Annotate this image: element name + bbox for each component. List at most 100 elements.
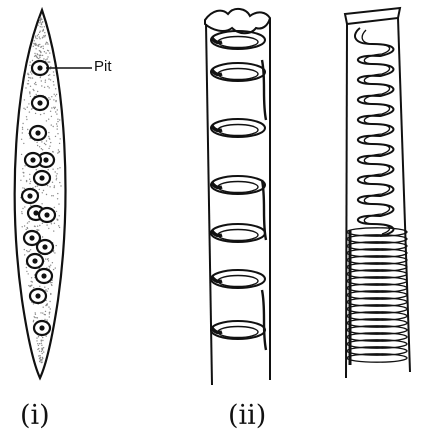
stipple-dot	[57, 121, 58, 122]
stipple-dot	[24, 254, 25, 255]
stipple-dot	[30, 61, 31, 62]
vessel-left-rings	[211, 31, 265, 339]
annular-ring-inner	[218, 69, 258, 80]
stipple-dot	[59, 119, 60, 120]
stipple-dot	[45, 311, 46, 312]
stipple-dot	[36, 169, 37, 170]
stipple-dot	[56, 113, 57, 114]
pit-aperture	[39, 325, 44, 330]
stipple-dot	[37, 349, 38, 350]
stipple-dot	[25, 109, 26, 110]
stipple-dot	[36, 340, 37, 341]
vessel-right-wall-left	[346, 24, 347, 378]
stipple-dot	[49, 61, 50, 62]
stipple-dot	[36, 142, 37, 143]
stipple-dot	[35, 36, 36, 37]
stipple-dot	[55, 107, 56, 108]
stipple-dot	[29, 183, 30, 184]
stipple-dot	[23, 143, 24, 144]
stipple-dot	[33, 287, 34, 288]
stipple-dot	[42, 192, 43, 193]
stipple-dot	[37, 35, 38, 36]
stipple-dot	[53, 126, 54, 127]
stipple-dot	[33, 46, 34, 47]
stipple-dot	[42, 149, 43, 150]
stipple-dot	[54, 187, 55, 188]
stipple-dot	[39, 22, 40, 23]
stipple-dot	[46, 194, 47, 195]
stipple-dot	[38, 229, 39, 230]
stipple-dot	[48, 50, 49, 51]
stipple-dot	[51, 107, 52, 108]
stipple-dot	[38, 355, 39, 356]
stipple-dot	[49, 52, 50, 53]
annular-ring-inner	[218, 125, 258, 136]
annular-ring-inner	[218, 230, 258, 241]
pit-aperture	[44, 212, 49, 217]
stipple-dot	[55, 136, 56, 137]
stipple-dot	[53, 269, 54, 270]
stipple-dot	[58, 152, 59, 153]
stipple-dot	[27, 129, 28, 130]
stipple-dot	[48, 288, 49, 289]
stipple-dot	[41, 362, 42, 363]
stipple-dot	[48, 228, 49, 229]
stipple-dot	[44, 51, 45, 52]
stipple-dot	[22, 129, 23, 130]
stipple-dot	[23, 175, 24, 176]
pit-aperture	[30, 157, 35, 162]
annular-ring-inner	[218, 276, 258, 287]
spiral-band-inner	[362, 30, 389, 234]
stipple-dot	[41, 351, 42, 352]
stipple-dot	[51, 223, 52, 224]
stipple-dot	[54, 185, 55, 186]
stipple-dot	[22, 168, 23, 169]
stipple-dot	[43, 190, 44, 191]
stipple-dot	[34, 40, 35, 41]
stipple-dot	[46, 319, 47, 320]
stipple-dot	[43, 48, 44, 49]
stipple-dot	[58, 203, 59, 204]
stipple-dot	[21, 213, 22, 214]
stipple-dot	[34, 226, 35, 227]
stipple-dot	[40, 360, 41, 361]
stipple-dot	[41, 343, 42, 344]
stipple-dot	[43, 307, 44, 308]
stipple-dot	[29, 251, 30, 252]
stipple-dot	[24, 206, 25, 207]
stipple-dot	[48, 75, 49, 76]
pit-aperture	[37, 65, 42, 70]
stipple-dot	[48, 136, 49, 137]
stipple-dot	[49, 87, 50, 88]
stipple-dot	[30, 249, 31, 250]
stipple-dot	[27, 107, 28, 108]
stipple-dot	[36, 94, 37, 95]
stipple-dot	[42, 358, 43, 359]
stipple-dot	[22, 127, 23, 128]
stipple-dot	[57, 152, 58, 153]
stipple-dot	[29, 65, 30, 66]
stipple-dot	[60, 138, 61, 139]
stipple-dot	[28, 273, 29, 274]
stipple-dot	[52, 182, 53, 183]
stipple-dot	[49, 186, 50, 187]
stipple-dot	[46, 224, 47, 225]
stipple-dot	[47, 42, 48, 43]
stipple-dot	[48, 78, 49, 79]
stipple-dot	[26, 116, 27, 117]
stipple-dot	[53, 195, 54, 196]
stipple-dot	[32, 77, 33, 78]
stipple-dot	[22, 123, 23, 124]
stipple-dot	[43, 351, 44, 352]
stipple-dot	[27, 251, 28, 252]
stipple-dot	[39, 286, 40, 287]
stipple-dot	[49, 312, 50, 313]
stipple-dot	[47, 258, 48, 259]
stipple-dot	[30, 77, 31, 78]
stipple-dot	[59, 167, 60, 168]
stipple-dot	[39, 343, 40, 344]
stipple-dot	[57, 198, 58, 199]
stipple-dot	[43, 347, 44, 348]
stipple-dot	[37, 226, 38, 227]
